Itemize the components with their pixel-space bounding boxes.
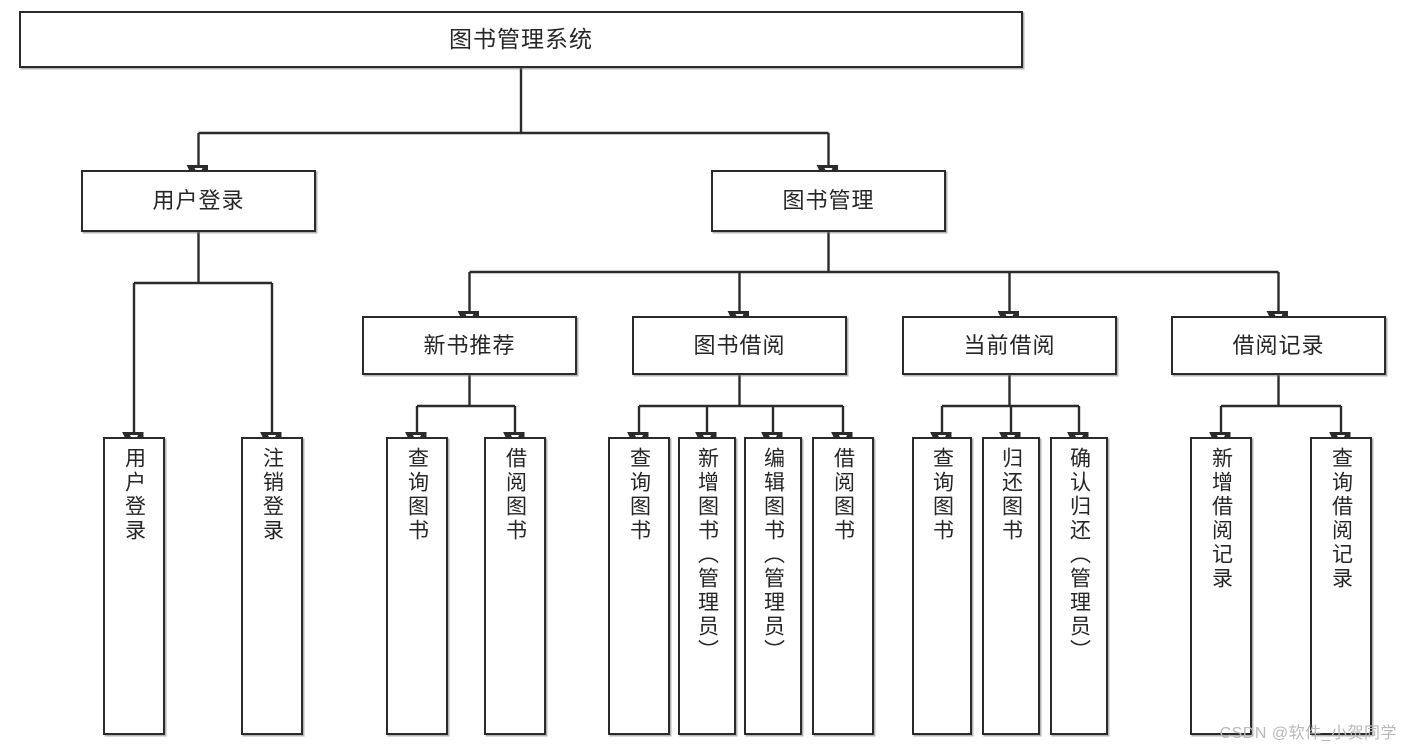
node-root-title-label: 图书管理系统 <box>449 25 593 52</box>
node-leaf-rec-query-record[interactable]: 查询借阅记录 <box>1310 437 1372 735</box>
node-leaf-user-login[interactable]: 用户登录 <box>103 437 165 735</box>
node-leaf-user-logout[interactable]: 注销登录 <box>241 437 303 735</box>
node-root-title[interactable]: 图书管理系统 <box>19 11 1023 68</box>
node-leaf-user-login-label: 用户登录 <box>122 447 146 543</box>
watermark-text: CSDN @软件_小贺同学 <box>1219 725 1397 742</box>
node-leaf-cur-query-book[interactable]: 查询图书 <box>912 437 972 735</box>
node-user-login[interactable]: 用户登录 <box>81 170 316 232</box>
node-leaf-rec-borrow-book[interactable]: 借阅图书 <box>484 437 546 735</box>
node-book-borrow-label: 图书借阅 <box>693 332 786 358</box>
node-leaf-brw-add-book-label: 新增图书（管理员） <box>695 447 719 663</box>
node-leaf-brw-query-book-label: 查询图书 <box>627 447 651 543</box>
node-leaf-rec-borrow-book-label: 借阅图书 <box>503 447 527 543</box>
node-leaf-cur-confirm[interactable]: 确认归还（管理员） <box>1050 437 1108 735</box>
node-current-borrow-label: 当前借阅 <box>963 332 1056 358</box>
node-leaf-brw-edit-book-label: 编辑图书（管理员） <box>761 447 785 663</box>
node-leaf-cur-return-book[interactable]: 归还图书 <box>982 437 1040 735</box>
node-new-book-rec-label: 新书推荐 <box>423 332 516 358</box>
node-leaf-brw-add-book[interactable]: 新增图书（管理员） <box>678 437 736 735</box>
node-leaf-rec-query-book[interactable]: 查询图书 <box>386 437 448 735</box>
node-borrow-record[interactable]: 借阅记录 <box>1171 316 1386 375</box>
node-book-borrow[interactable]: 图书借阅 <box>632 316 847 375</box>
node-leaf-brw-borrow-book[interactable]: 借阅图书 <box>812 437 874 735</box>
node-leaf-rec-query-record-label: 查询借阅记录 <box>1329 447 1353 591</box>
node-leaf-brw-edit-book[interactable]: 编辑图书（管理员） <box>744 437 802 735</box>
node-user-login-label: 用户登录 <box>152 188 245 214</box>
node-book-manage-label: 图书管理 <box>782 188 875 214</box>
node-leaf-cur-query-book-label: 查询图书 <box>930 447 954 543</box>
node-book-manage[interactable]: 图书管理 <box>711 170 946 232</box>
node-leaf-rec-add-record-label: 新增借阅记录 <box>1209 447 1233 591</box>
node-leaf-rec-add-record[interactable]: 新增借阅记录 <box>1190 437 1252 735</box>
node-leaf-cur-return-book-label: 归还图书 <box>999 447 1023 543</box>
node-new-book-rec[interactable]: 新书推荐 <box>362 316 577 375</box>
node-leaf-brw-query-book[interactable]: 查询图书 <box>608 437 670 735</box>
node-current-borrow[interactable]: 当前借阅 <box>902 316 1117 375</box>
node-leaf-user-logout-label: 注销登录 <box>260 447 284 543</box>
node-borrow-record-label: 借阅记录 <box>1232 332 1325 358</box>
node-leaf-cur-confirm-label: 确认归还（管理员） <box>1067 447 1091 663</box>
node-leaf-brw-borrow-book-label: 借阅图书 <box>831 447 855 543</box>
node-leaf-rec-query-book-label: 查询图书 <box>405 447 429 543</box>
